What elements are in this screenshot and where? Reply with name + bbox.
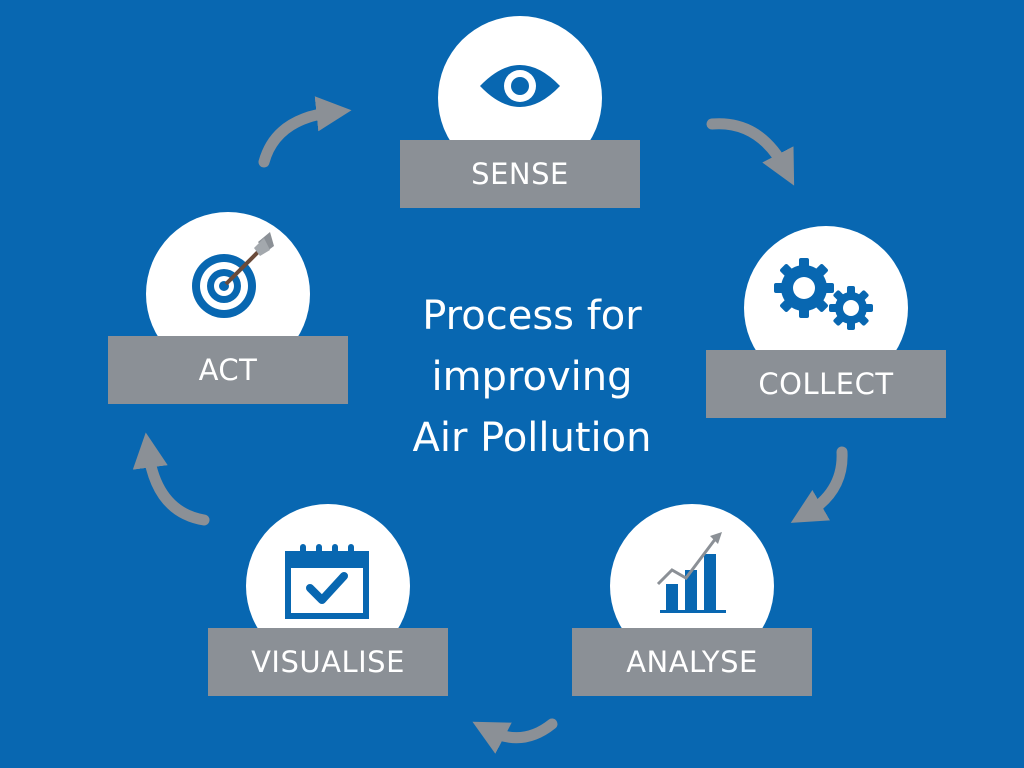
arrow-sense-to-collect — [706, 118, 795, 186]
step-label: VISUALISE — [208, 628, 448, 696]
arrow-visualise-to-act — [132, 432, 210, 526]
title-line: Process for — [422, 293, 642, 339]
diagram-title: Process for improving Air Pollution — [352, 286, 712, 469]
calendar-check-icon — [285, 544, 369, 619]
gears-icon — [774, 258, 873, 330]
arrow-act-to-sense — [258, 96, 352, 168]
bar-chart-icon — [656, 532, 726, 613]
step-label: ACT — [108, 336, 348, 404]
title-line: improving — [431, 354, 633, 400]
step-visualise: VISUALISE — [208, 504, 448, 704]
eye-icon — [480, 65, 560, 107]
step-label: ANALYSE — [572, 628, 812, 696]
target-icon — [192, 232, 274, 318]
step-label: COLLECT — [706, 350, 946, 418]
step-label: SENSE — [400, 140, 640, 208]
step-act: ACT — [108, 212, 348, 412]
title-line: Air Pollution — [412, 415, 652, 461]
step-collect: COLLECT — [706, 226, 946, 426]
step-analyse: ANALYSE — [572, 504, 812, 704]
step-sense: SENSE — [400, 16, 640, 216]
arrow-analyse-to-visualise — [472, 718, 558, 754]
